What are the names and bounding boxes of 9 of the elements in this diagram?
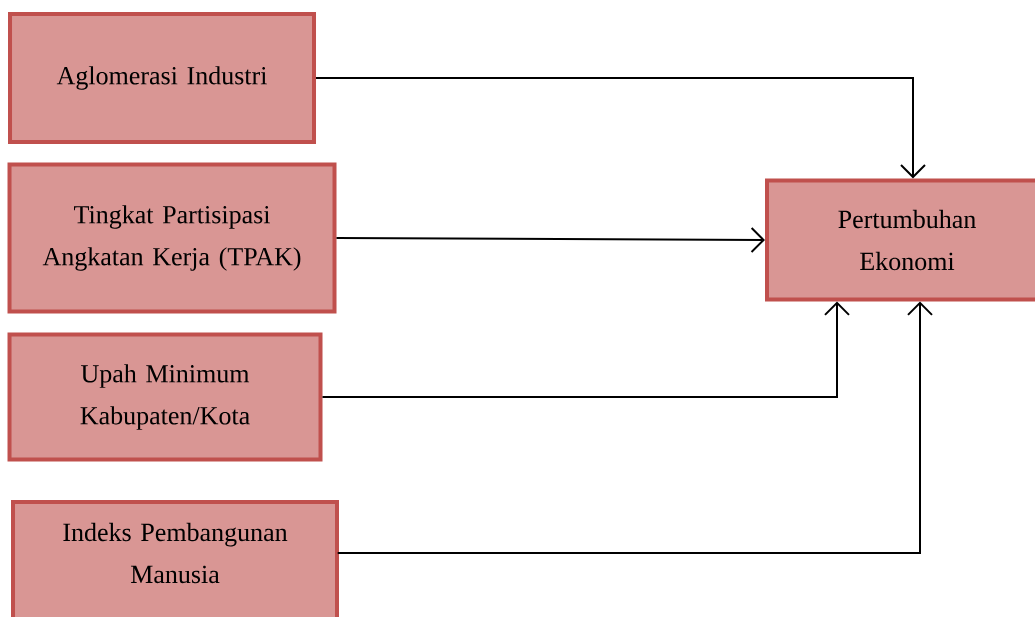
- arrow: [336, 301, 933, 554]
- process-box: Aglomerasi Industri: [8, 12, 316, 144]
- process-box: Pertumbuhan Ekonomi: [765, 178, 1035, 302]
- arrow: [321, 301, 850, 398]
- arrow: [315, 77, 926, 179]
- process-box: Indeks Pembangunan Manusia: [11, 500, 339, 617]
- process-box: Tingkat Partisipasi Angkatan Kerja (TPAK): [7, 162, 337, 314]
- process-box: Upah Minimum Kabupaten/Kota: [7, 332, 323, 462]
- arrow: [335, 226, 765, 253]
